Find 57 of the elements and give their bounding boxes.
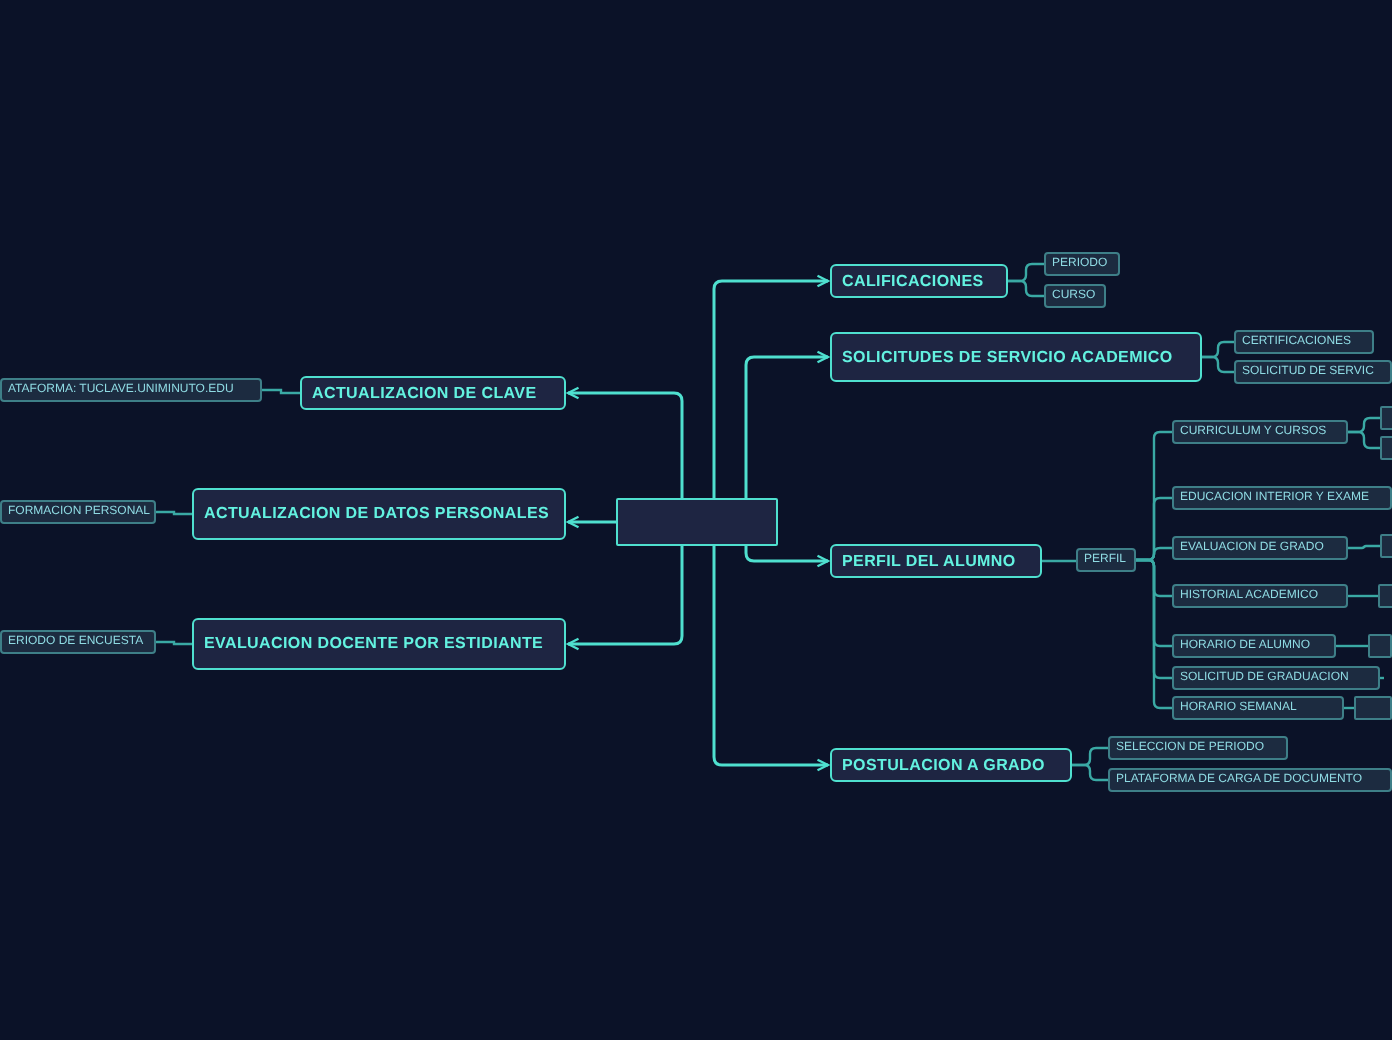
connector <box>1072 763 1108 782</box>
topic-box <box>830 332 1202 382</box>
connector <box>1348 430 1380 450</box>
empty-box <box>1354 696 1392 720</box>
empty-box <box>1380 534 1392 558</box>
topic-tag <box>0 630 156 654</box>
connector <box>744 546 830 568</box>
topic-tag <box>1234 360 1392 384</box>
topic-label: PERFIL DEL ALUMNO <box>842 551 1016 571</box>
topic-label: SOLICITUDES DE SERVICIO ACADEMICO <box>842 347 1173 367</box>
connector <box>566 386 684 498</box>
connector <box>1136 558 1172 710</box>
topic-tag <box>1172 584 1348 608</box>
topic-tag <box>1172 420 1348 444</box>
topic-box <box>830 748 1072 782</box>
topic-tag <box>1172 696 1344 720</box>
topic-box <box>300 376 566 410</box>
topic-tag <box>1108 768 1392 792</box>
topic-tag <box>1234 330 1374 354</box>
topic-tag <box>1172 634 1336 658</box>
topic-label: ACTUALIZACION DE CLAVE <box>312 383 537 403</box>
connector <box>1042 559 1076 563</box>
connector <box>712 546 830 772</box>
connector <box>566 546 684 651</box>
connector <box>1348 544 1380 550</box>
empty-box <box>1380 436 1392 460</box>
topic-tag <box>0 500 156 524</box>
topic-tag <box>1044 252 1120 276</box>
connector <box>566 515 616 529</box>
topic-label: ACTUALIZACION DE DATOS PERSONALES <box>204 504 550 524</box>
connector <box>1336 644 1368 648</box>
connector <box>744 350 830 498</box>
topic-tag <box>1172 536 1348 560</box>
topic-box <box>830 264 1008 298</box>
topic-box <box>192 618 566 670</box>
connector <box>712 274 830 498</box>
topic-tag <box>0 378 262 402</box>
empty-box <box>1368 634 1392 658</box>
topic-tag <box>1076 548 1136 572</box>
connector <box>156 640 192 646</box>
topic-label: POSTULACION A GRADO <box>842 755 1045 775</box>
topic-tag <box>1172 486 1392 510</box>
empty-box <box>1378 584 1392 608</box>
connector <box>1348 594 1378 598</box>
empty-box <box>616 498 778 546</box>
connector <box>156 510 192 516</box>
topic-box <box>830 544 1042 578</box>
topic-tag <box>1172 666 1380 690</box>
connector <box>1008 279 1044 298</box>
connector <box>1202 355 1234 374</box>
topic-tag <box>1108 736 1288 760</box>
empty-box <box>1380 406 1392 430</box>
topic-box <box>192 488 566 540</box>
topic-label: EVALUACION DOCENTE POR ESTIDIANTE <box>204 634 544 654</box>
connector <box>262 388 300 395</box>
topic-tag <box>1044 284 1106 308</box>
topic-label: CALIFICACIONES <box>842 271 984 291</box>
